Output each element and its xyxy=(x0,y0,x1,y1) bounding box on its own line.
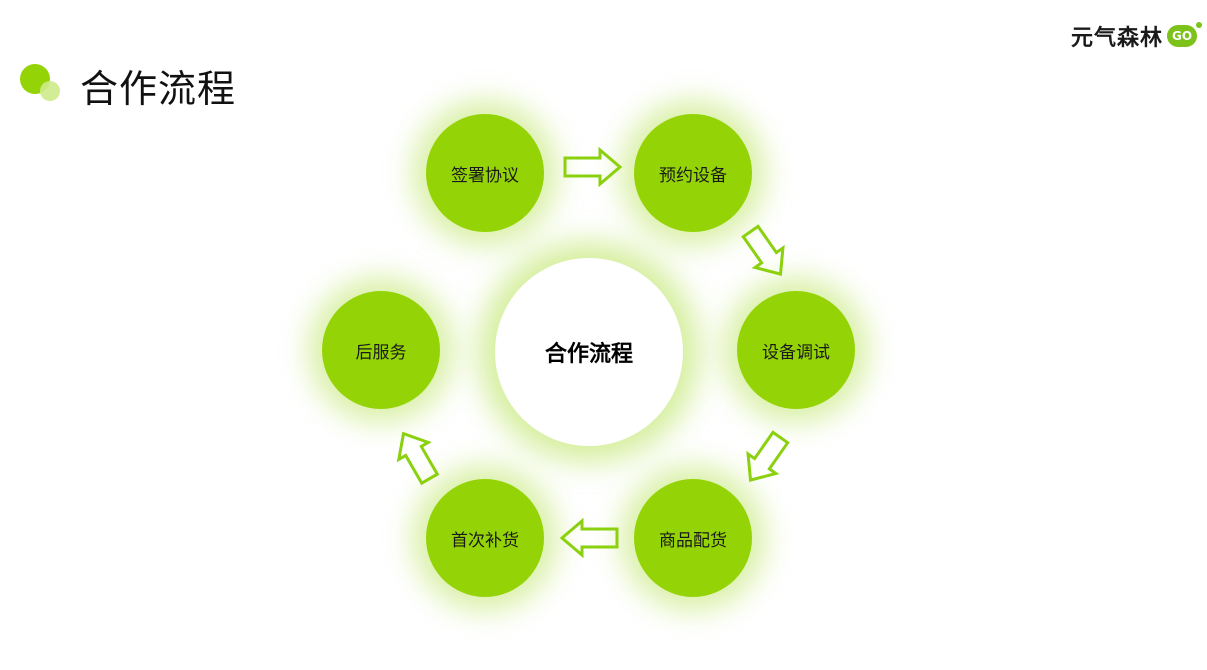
arrow-right-icon xyxy=(563,146,623,188)
bullet-dot-small xyxy=(40,81,60,101)
step-label: 设备调试 xyxy=(762,342,830,363)
step-after-service: 后服务 xyxy=(322,291,440,409)
center-label: 合作流程 xyxy=(544,342,633,367)
title-bullet-icon xyxy=(20,64,64,104)
step-book-equipment: 预约设备 xyxy=(634,114,752,232)
page-title: 合作流程 xyxy=(80,67,237,111)
logo-go-badge: GO xyxy=(1167,22,1202,47)
step-label: 预约设备 xyxy=(659,165,727,186)
brand-logo: 元气森林 GO xyxy=(1070,20,1202,52)
step-product-stocking: 商品配货 xyxy=(634,479,752,597)
logo-go-text: GO xyxy=(1171,29,1193,43)
step-label: 商品配货 xyxy=(659,530,727,551)
step-sign-agreement: 签署协议 xyxy=(426,114,544,232)
arrow-down-left-icon xyxy=(746,430,790,483)
center-node: 合作流程 xyxy=(495,258,683,446)
arrow-down-right-icon xyxy=(741,224,785,277)
step-label: 首次补货 xyxy=(451,530,519,551)
arrow-left-icon xyxy=(559,517,619,559)
logo-dot-icon xyxy=(1196,22,1202,28)
step-label: 后服务 xyxy=(355,342,407,363)
step-equipment-debug: 设备调试 xyxy=(737,291,855,409)
step-first-restock: 首次补货 xyxy=(426,479,544,597)
step-label: 签署协议 xyxy=(451,165,519,186)
logo-text: 元气森林 xyxy=(1070,26,1163,51)
arrow-up-left-icon xyxy=(396,431,440,486)
